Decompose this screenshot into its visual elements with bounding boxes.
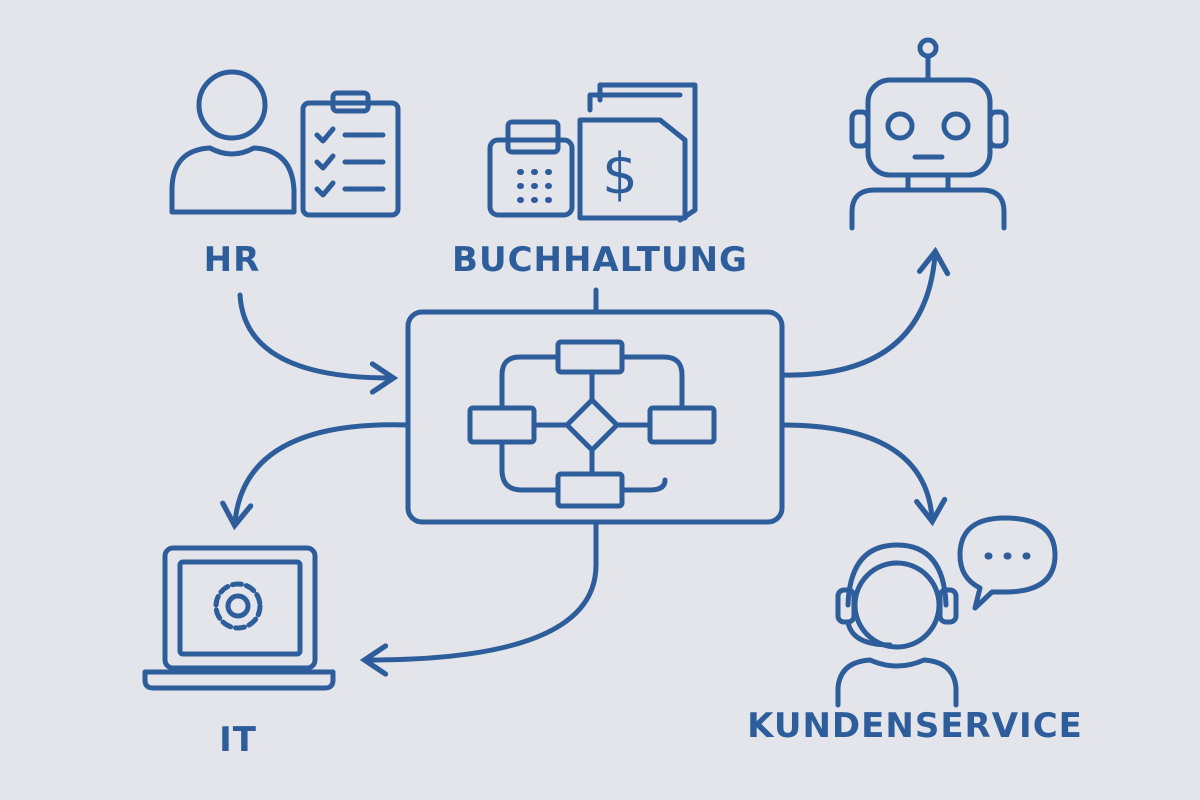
headset-agent-icon: [835, 542, 959, 708]
label-it: IT: [219, 720, 257, 760]
arrow-center-to-it-bottom: [359, 519, 599, 677]
flowchart-icon: [405, 287, 785, 525]
clipboard-checklist-icon: [300, 90, 401, 218]
laptop-gear-icon: [142, 545, 336, 691]
arrow-center-to-it: [220, 422, 411, 531]
svg-text:$: $: [602, 142, 638, 207]
dollar-folder-icon: $: [577, 82, 698, 223]
calculator-icon: [487, 119, 575, 218]
label-accounting: BUCHHALTUNG: [452, 240, 748, 280]
person-icon: [169, 69, 297, 215]
arrow-hr-to-center: [237, 292, 399, 395]
speech-bubble-icon: [957, 515, 1058, 611]
arrow-center-to-support: [779, 422, 948, 527]
arrow-center-to-bot: [779, 246, 951, 378]
label-hr: HR: [203, 240, 261, 280]
label-support: KUNDENSERVICE: [747, 706, 1083, 746]
arrows: [220, 246, 951, 677]
robot-icon: [849, 37, 1009, 231]
